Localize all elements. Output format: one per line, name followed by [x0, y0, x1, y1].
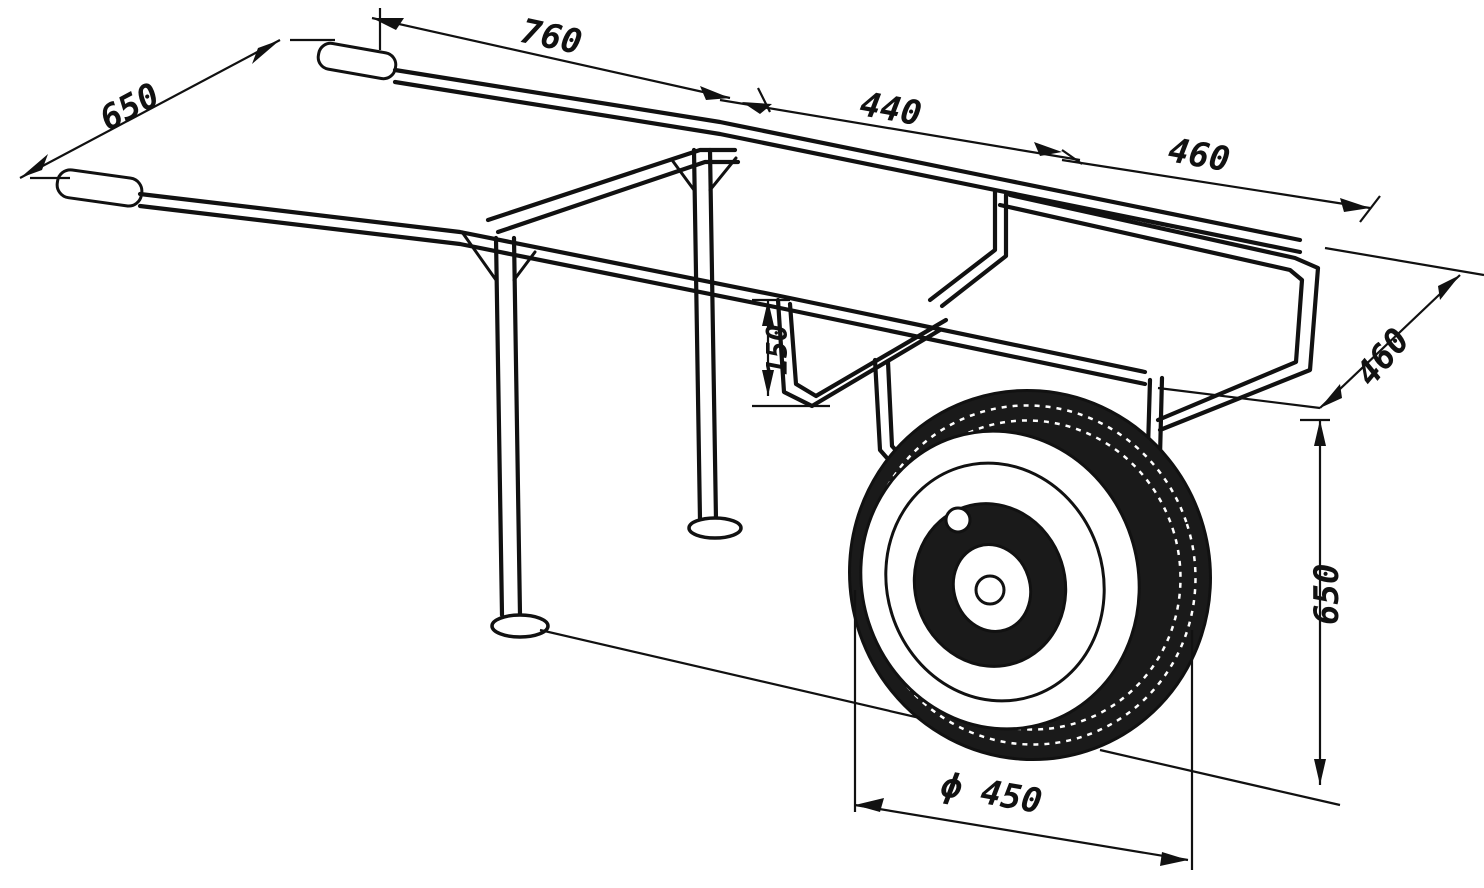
wheel	[848, 388, 1212, 762]
dim-wheel-symbol: ϕ	[938, 765, 966, 808]
dim-height: 650	[1307, 564, 1347, 625]
dim-wheel-diameter-group: ϕ 450	[938, 765, 1045, 822]
dim-handle-spacing: 650	[93, 75, 166, 139]
cross-members	[485, 147, 1321, 433]
dim-tray-length: 440	[857, 84, 924, 134]
dim-front-length: 460	[1165, 130, 1232, 180]
dim-tray-width: 460	[1348, 321, 1418, 394]
dim-tray-depth: 150	[761, 324, 794, 375]
handle-back	[316, 41, 1303, 255]
dim-wheel-diameter: 450	[978, 772, 1045, 822]
dimension-lines	[19, 8, 1484, 870]
dim-handle-length: 760	[517, 11, 585, 63]
handle-front	[55, 168, 1148, 387]
dimension-labels: 650 760 440 460 460 150 650 ϕ 450	[93, 11, 1418, 822]
tray-side	[775, 297, 949, 409]
leg-rear-right	[670, 147, 743, 540]
leg-rear-left	[460, 230, 550, 639]
frame	[55, 41, 1321, 639]
